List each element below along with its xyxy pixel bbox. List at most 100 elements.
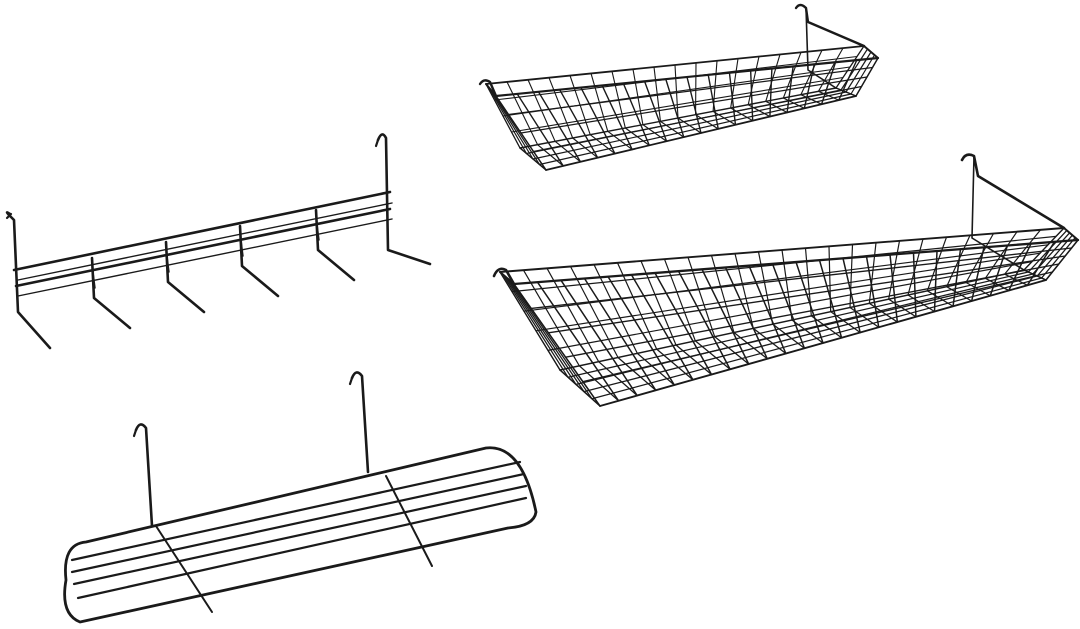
shelf-hanger-hook [348, 376, 354, 386]
basket-bottom-wire [733, 331, 768, 360]
basket-side-wire [845, 51, 872, 93]
basket-back-wire [547, 261, 1033, 351]
basket-back-wire [687, 256, 716, 338]
basket-bottom-wire [946, 286, 973, 302]
basket-back-wire [493, 55, 858, 101]
basket-hanger-hook [492, 267, 516, 286]
rail-hook [166, 255, 170, 273]
flat-wire-shelf [63, 371, 538, 624]
basket-front-wire [677, 270, 731, 370]
basket-bottom-wire [830, 311, 861, 334]
basket-side-wire [1027, 229, 1068, 273]
shelf-wire [70, 460, 522, 562]
basket-bottom-wire [572, 137, 599, 159]
basket-rim [1062, 226, 1080, 242]
basket-bottom-wire [730, 107, 754, 122]
rail-end-hook [5, 211, 52, 350]
basket-bottom-wire [712, 110, 737, 126]
basket-side-wire [835, 45, 865, 89]
basket-bottom-wire [659, 120, 685, 138]
basket-front-wire [547, 255, 1066, 334]
basket-front-wire [583, 277, 657, 391]
basket-bottom-wire [868, 302, 898, 323]
small-wire-basket [478, 3, 880, 171]
basket-bottom-wire [694, 340, 731, 370]
basket-side-wire [513, 283, 601, 407]
basket-side-wire [499, 271, 561, 371]
basket-bottom-wire [598, 361, 638, 397]
basket-back-wire [616, 262, 658, 350]
basket-back-wire [926, 236, 948, 292]
basket-back-wire [888, 240, 901, 300]
basket-back-wire [734, 253, 754, 329]
basket-hanger-hook [971, 155, 1025, 271]
basket-bottom-wire [636, 352, 675, 386]
basket-bottom-wire [642, 124, 668, 142]
basket-side-wire [510, 280, 593, 400]
basket-bottom-wire [536, 144, 564, 167]
rail-top-bar [12, 190, 392, 272]
basket-front-wire [564, 263, 1060, 358]
basket-bottom-wire [810, 315, 843, 339]
basket-back-wire [663, 258, 696, 342]
basket-bottom-wire [817, 90, 840, 101]
rail-top-bar [17, 202, 393, 281]
rail-hook [90, 256, 132, 330]
shelf-hanger-hook [134, 423, 154, 528]
basket-bottom-wire [752, 327, 787, 355]
basket-bottom-wire [849, 306, 880, 328]
basket-back-wire [946, 234, 971, 288]
basket-bottom-wire [554, 140, 582, 163]
basket-side-wire [1032, 232, 1071, 275]
basket-hanger-hook [805, 7, 837, 89]
basket-back-wire [868, 242, 877, 304]
shelf-hanger-hook [350, 371, 370, 474]
rail-top-bar [14, 207, 392, 288]
basket-back-wire [522, 269, 580, 367]
rail-hook [240, 239, 244, 257]
basket-side-wire [1023, 227, 1065, 271]
basket-front-wire [530, 247, 1073, 310]
basket-bottom-wire [675, 344, 713, 376]
shelf-cross-wire [155, 525, 213, 613]
basket-bottom-wire [800, 94, 823, 105]
basket-hanger-hook [960, 153, 1066, 230]
basket-bottom-wire [617, 356, 657, 391]
basket-back-wire [535, 252, 1041, 332]
basket-back-wire [965, 232, 995, 284]
basket-front-wire [912, 252, 917, 318]
basket-bottom-wire [589, 134, 616, 155]
basket-bottom-wire [694, 114, 719, 130]
basket-bottom-wire [714, 336, 750, 365]
basket-side-wire [1040, 236, 1076, 279]
basket-front-wire [724, 266, 768, 360]
rail-bottom-bar [17, 218, 393, 297]
rail-hook [316, 223, 320, 241]
basket-bottom-wire [559, 369, 601, 407]
basket-bottom-wire [1023, 269, 1047, 281]
basket-bottom-wire [772, 323, 806, 349]
basket-bottom-wire [607, 130, 633, 151]
basket-front-wire [654, 272, 713, 376]
basket-bottom-wire [791, 319, 824, 344]
basket-side-wire [495, 95, 547, 171]
basket-side-wire [1045, 239, 1079, 281]
basket-back-wire [828, 245, 832, 313]
basket-back-wire [710, 254, 735, 334]
basket-bottom-wire [888, 298, 917, 318]
basket-back-wire [593, 264, 638, 354]
basket-side-wire [855, 57, 879, 97]
basket-side-wire [504, 276, 577, 386]
basket-back-wire [640, 260, 677, 346]
basket-front-wire [970, 246, 985, 302]
basket-back-wire [546, 267, 600, 363]
basket-side-wire [850, 54, 876, 95]
basket-back-wire [781, 249, 793, 321]
basket-back-wire [523, 244, 1049, 312]
shelf-frame [63, 446, 538, 624]
rail-hook [164, 240, 206, 314]
basket-bottom-wire [965, 281, 991, 297]
basket-back-wire [804, 247, 812, 317]
